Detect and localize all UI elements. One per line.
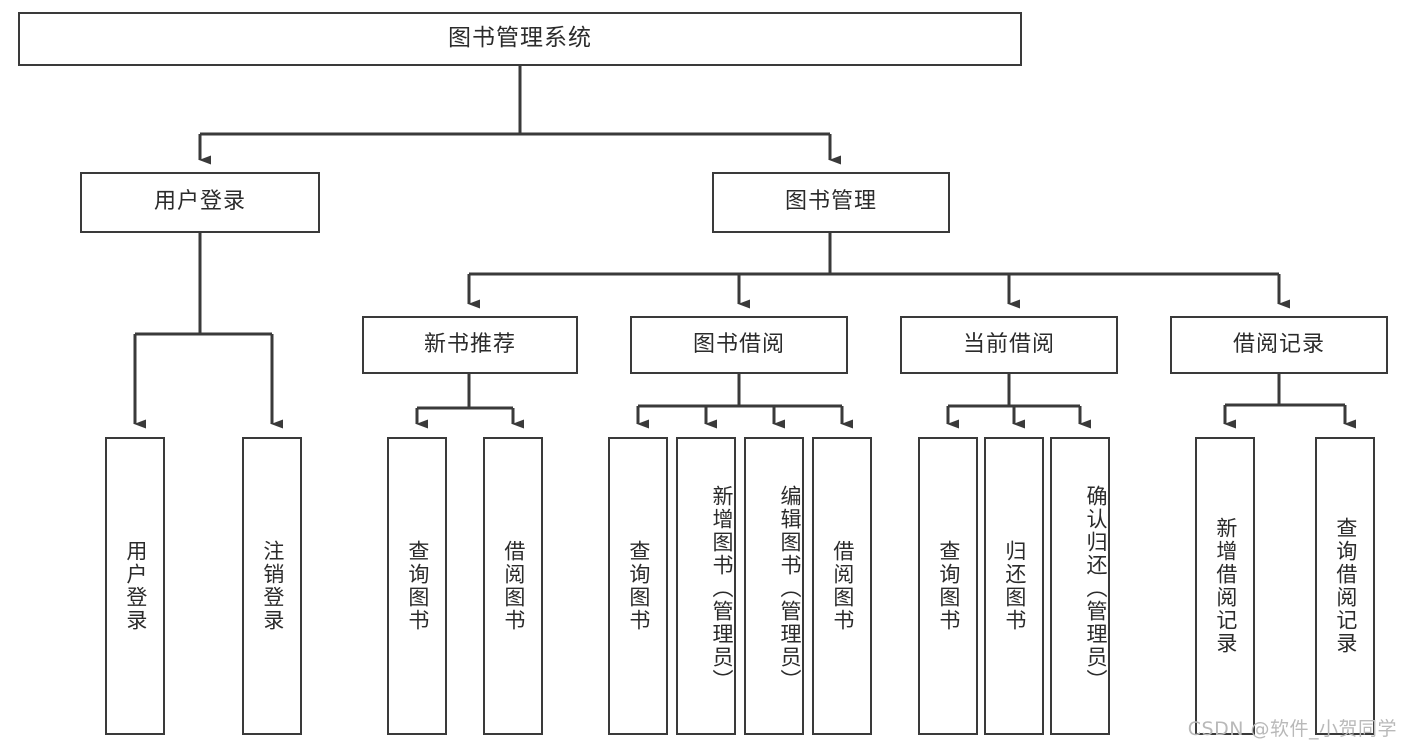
- leaf-user-login-signin[interactable]: 用户登录: [105, 437, 165, 735]
- leaf-borrow-record-add[interactable]: 新增借阅记录: [1195, 437, 1255, 735]
- node-book-borrow[interactable]: 图书借阅: [630, 316, 848, 374]
- node-user-login[interactable]: 用户登录: [80, 172, 320, 233]
- leaf-new-book-query[interactable]: 查询图书: [387, 437, 447, 735]
- leaf-borrow-record-query[interactable]: 查询借阅记录: [1315, 437, 1375, 735]
- leaf-current-borrow-query[interactable]: 查询图书: [918, 437, 978, 735]
- leaf-current-borrow-return[interactable]: 归还图书: [984, 437, 1044, 735]
- node-new-book-recommend[interactable]: 新书推荐: [362, 316, 578, 374]
- leaf-book-borrow-lend[interactable]: 借阅图书: [812, 437, 872, 735]
- node-borrow-record[interactable]: 借阅记录: [1170, 316, 1388, 374]
- leaf-book-borrow-edit[interactable]: 编辑图书（管理员）: [744, 437, 804, 735]
- node-book-management[interactable]: 图书管理: [712, 172, 950, 233]
- node-current-borrow[interactable]: 当前借阅: [900, 316, 1118, 374]
- leaf-book-borrow-query[interactable]: 查询图书: [608, 437, 668, 735]
- leaf-new-book-borrow[interactable]: 借阅图书: [483, 437, 543, 735]
- leaf-user-login-signout[interactable]: 注销登录: [242, 437, 302, 735]
- leaf-current-borrow-confirm-return[interactable]: 确认归还（管理员）: [1050, 437, 1110, 735]
- leaf-book-borrow-add[interactable]: 新增图书（管理员）: [676, 437, 736, 735]
- node-root-system[interactable]: 图书管理系统: [18, 12, 1022, 66]
